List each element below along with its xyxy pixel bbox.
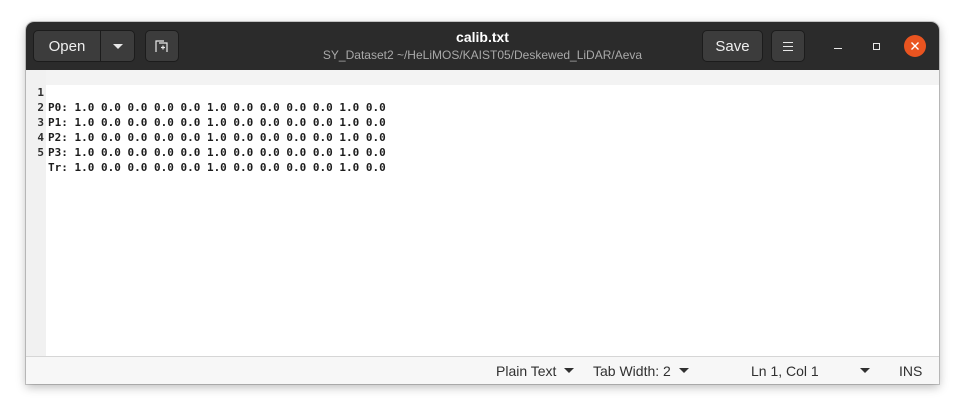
minimize-icon [834,47,842,49]
cursor-position-label: Ln 1, Col 1 [751,362,819,379]
line-number-gutter [26,70,46,356]
language-selector[interactable]: Plain Text [496,357,575,384]
line-text[interactable]: P1: 1.0 0.0 0.0 0.0 0.0 1.0 0.0 0.0 0.0 … [48,116,386,129]
window-title: calib.txt [456,29,509,45]
line-number: 4 [37,131,44,144]
editor-line[interactable]: 4 P3: 1.0 0.0 0.0 0.0 0.0 1.0 0.0 0.0 0.… [26,115,385,159]
file-path-subtitle: SY_Dataset2 ~/HeLiMOS/KAIST05/Deskewed_L… [322,48,643,62]
current-line-highlight [46,70,939,85]
tab-width-selector[interactable]: Tab Width: 2 [593,357,689,384]
open-button-group: Open [33,30,135,62]
save-button[interactable]: Save [702,30,763,62]
new-tab-button[interactable] [145,30,179,62]
text-editor-area[interactable]: 1 P0: 1.0 0.0 0.0 0.0 0.0 1.0 0.0 0.0 0.… [26,70,939,356]
hamburger-menu-icon [783,41,793,51]
header-bar: Open calib.txt SY_Dataset2 ~/HeLiMOS/KAI… [26,22,939,70]
chevron-down-icon [678,368,689,373]
text-editor-window: Open calib.txt SY_Dataset2 ~/HeLiMOS/KAI… [26,22,939,384]
line-number: 3 [37,116,44,129]
editor-line[interactable]: 2 P1: 1.0 0.0 0.0 0.0 0.0 1.0 0.0 0.0 0.… [26,85,385,129]
chevron-down-icon [860,368,870,373]
line-text[interactable]: P3: 1.0 0.0 0.0 0.0 0.0 1.0 0.0 0.0 0.0 … [48,146,386,159]
line-number: 5 [37,146,44,159]
language-label: Plain Text [496,362,557,379]
minimize-button[interactable] [827,35,849,57]
tab-width-label: Tab Width: 2 [593,362,671,379]
chevron-down-icon [564,368,575,373]
cursor-position-dropdown[interactable] [860,357,870,384]
chevron-down-icon [112,43,123,49]
status-bar: Plain Text Tab Width: 2 Ln 1, Col 1 INS [26,356,939,384]
open-button[interactable]: Open [34,31,101,61]
insert-mode-label: INS [899,362,923,379]
cursor-position[interactable]: Ln 1, Col 1 [751,357,819,384]
title-block: calib.txt SY_Dataset2 ~/HeLiMOS/KAIST05/… [276,29,689,63]
line-number: 1 [37,86,44,99]
editor-line[interactable]: 1 P0: 1.0 0.0 0.0 0.0 0.0 1.0 0.0 0.0 0.… [26,70,385,114]
new-tab-icon [155,40,168,52]
close-icon [911,42,919,50]
line-text[interactable]: P0: 1.0 0.0 0.0 0.0 0.0 1.0 0.0 0.0 0.0 … [48,101,386,114]
open-dropdown-button[interactable] [101,31,134,61]
menu-button[interactable] [771,30,805,62]
line-number: 2 [37,101,44,114]
line-text[interactable]: Tr: 1.0 0.0 0.0 0.0 0.0 1.0 0.0 0.0 0.0 … [48,161,386,174]
maximize-button[interactable] [865,35,887,57]
editor-line[interactable]: 5 Tr: 1.0 0.0 0.0 0.0 0.0 1.0 0.0 0.0 0.… [26,130,385,174]
close-button[interactable] [904,35,926,57]
maximize-icon [872,42,880,50]
editor-line[interactable]: 3 P2: 1.0 0.0 0.0 0.0 0.0 1.0 0.0 0.0 0.… [26,100,385,144]
insert-mode-indicator[interactable]: INS [899,357,922,384]
line-text[interactable]: P2: 1.0 0.0 0.0 0.0 0.0 1.0 0.0 0.0 0.0 … [48,131,386,144]
